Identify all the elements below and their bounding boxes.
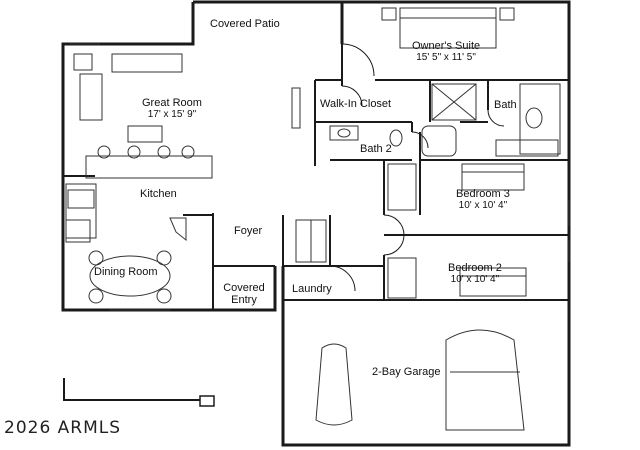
- room-label: Bath: [494, 99, 517, 111]
- room-label: 2-Bay Garage: [372, 366, 441, 378]
- room-kitchen: Kitchen: [140, 188, 177, 200]
- room-label: Laundry: [292, 283, 332, 295]
- room-label: Dining Room: [94, 266, 158, 278]
- room-label: Kitchen: [140, 188, 177, 200]
- room-owners-suite: Owner's Suite 15' 5" x 11' 5": [412, 40, 480, 64]
- room-dimensions: 17' x 15' 9": [147, 109, 197, 120]
- room-label: Foyer: [234, 225, 263, 237]
- room-great-room: Great Room 17' x 15' 9": [142, 97, 202, 121]
- room-label: Great Room: [142, 97, 202, 109]
- room-bath-2: Bath 2: [360, 143, 392, 155]
- exterior-walls: [61, 0, 571, 447]
- room-label: Covered Entry: [223, 282, 265, 306]
- room-label: Bath 2: [360, 143, 392, 155]
- room-label: Walk-In Closet: [320, 98, 392, 110]
- room-walk-in-closet: Walk-In Closet: [320, 98, 391, 110]
- watermark: 2026 ARMLS: [4, 418, 122, 438]
- fixtures: [65, 1, 570, 431]
- room-bedroom-2: Bedroom 2 10' x 10' 4": [448, 262, 502, 286]
- room-label: Bedroom 2: [448, 262, 502, 274]
- room-dimensions: 10' x 10' 4": [458, 200, 508, 211]
- door-swings: [329, 43, 505, 292]
- room-garage: 2-Bay Garage: [372, 366, 440, 378]
- north-arrow: [63, 378, 215, 407]
- room-covered-entry: Covered Entry: [218, 282, 270, 306]
- room-dimensions: 15' 5" x 11' 5": [416, 52, 476, 63]
- room-dining-room: Dining Room: [94, 266, 158, 278]
- room-covered-patio: Covered Patio: [210, 18, 280, 30]
- room-label: Covered Patio: [210, 18, 280, 30]
- room-laundry: Laundry: [292, 283, 332, 295]
- room-bedroom-3: Bedroom 3 10' x 10' 4": [456, 188, 510, 212]
- room-foyer: Foyer: [234, 225, 262, 237]
- interior-walls: [63, 44, 569, 310]
- room-dimensions: 10' x 10' 4": [450, 274, 500, 285]
- room-label: Bedroom 3: [456, 188, 510, 200]
- room-label: Owner's Suite: [412, 40, 481, 52]
- room-bath: Bath: [494, 99, 517, 111]
